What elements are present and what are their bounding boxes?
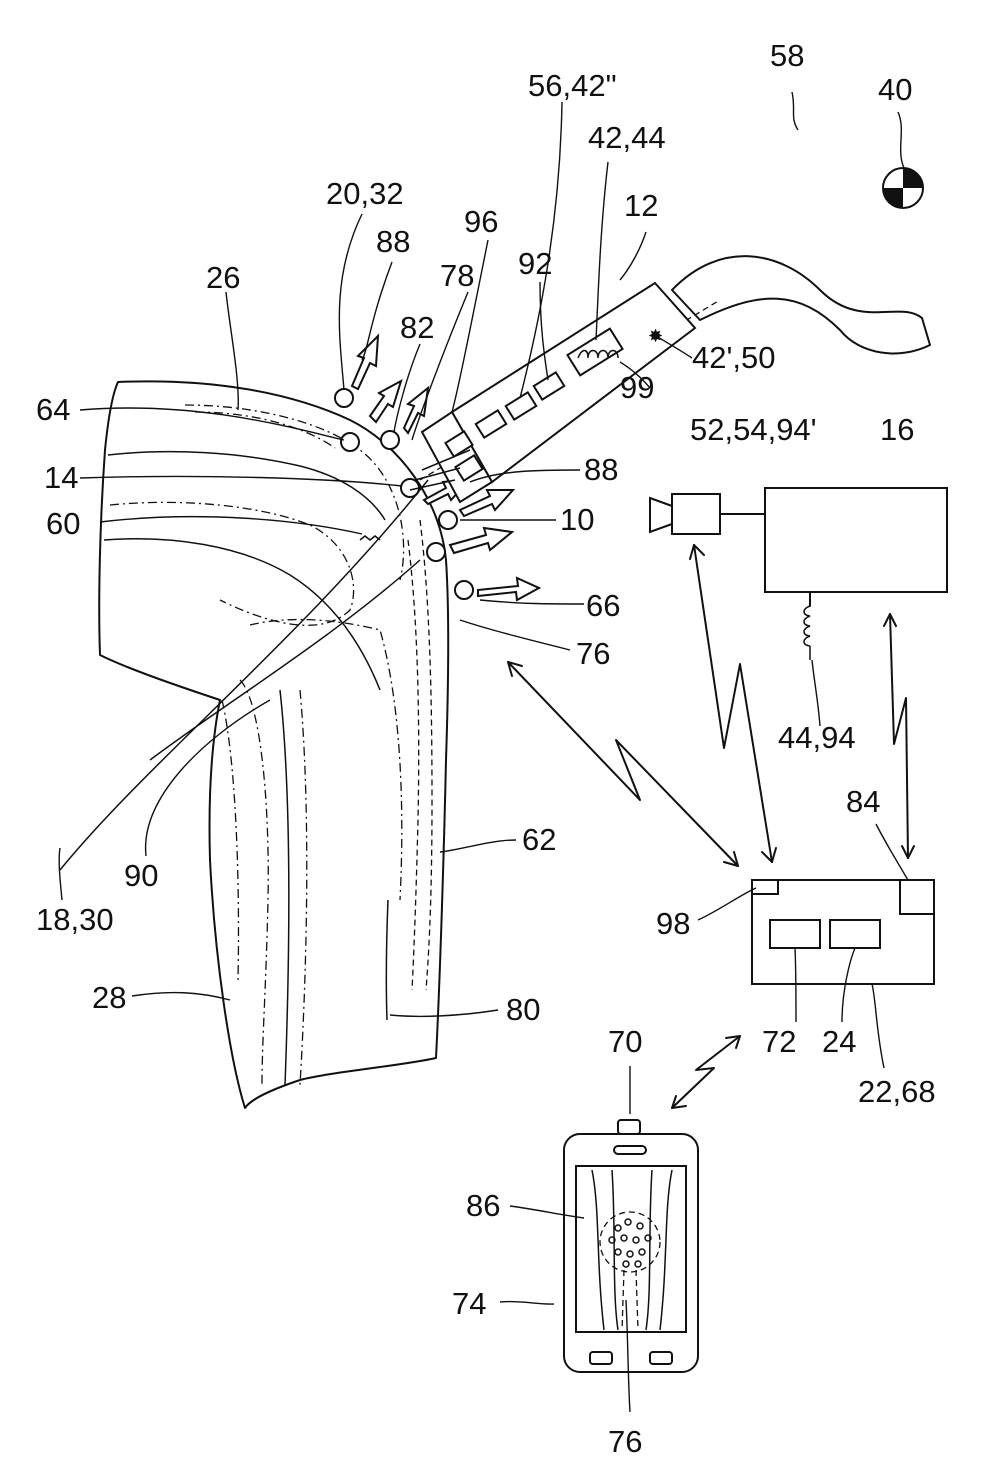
- label-28: 28: [92, 980, 126, 1015]
- label-58: 58: [770, 38, 804, 73]
- arrowhead-c: [690, 545, 704, 559]
- label-16: 16: [880, 412, 914, 447]
- label-86: 86: [466, 1188, 500, 1223]
- camera-body: [672, 494, 720, 534]
- label-66: 66: [586, 588, 620, 623]
- control-unit: [752, 880, 934, 984]
- tibia-outline-3: [222, 700, 238, 980]
- tibia-outline: [250, 620, 402, 900]
- label-76-top: 76: [576, 636, 610, 671]
- label-88-mid: 88: [584, 452, 618, 487]
- label-80: 80: [506, 992, 540, 1027]
- label-52-54-94p: 52,54,94': [690, 412, 817, 447]
- label-56-42dd: 56,42": [528, 68, 617, 103]
- probe-body: [452, 283, 695, 482]
- label-22-68: 22,68: [858, 1074, 936, 1109]
- arrow-88-top: [352, 336, 378, 389]
- target-icon: [883, 168, 923, 208]
- implant-path-62b: [408, 540, 419, 990]
- label-26: 26: [206, 260, 240, 295]
- label-18-30: 18,30: [36, 902, 114, 937]
- label-44-94: 44,94: [778, 720, 856, 755]
- phone-button-left: [590, 1352, 612, 1364]
- shin-line-80: [386, 900, 388, 1020]
- phone-device: [564, 1120, 698, 1372]
- label-88-top: 88: [376, 224, 410, 259]
- label-96: 96: [464, 204, 498, 239]
- tibia-outline-2: [240, 680, 268, 1085]
- corner-84: [900, 880, 934, 914]
- cable-spring-44: [804, 606, 810, 660]
- corner-98: [752, 880, 778, 894]
- sensor-marker-88: [427, 543, 445, 561]
- label-60: 60: [46, 506, 80, 541]
- cartilage-squiggle: [360, 536, 380, 540]
- patella-path: [195, 412, 335, 448]
- module-24: [830, 920, 880, 948]
- thigh-contour-2: [104, 539, 380, 690]
- label-90: 90: [124, 858, 158, 893]
- link-camera-to-unit: [694, 545, 772, 862]
- femur-outline: [110, 502, 354, 625]
- camera-system: [650, 488, 947, 660]
- label-78: 78: [440, 258, 474, 293]
- probe-cable: [672, 256, 930, 353]
- sensor-marker-20: [335, 389, 353, 407]
- label-72: 72: [762, 1024, 796, 1059]
- label-74: 74: [452, 1286, 486, 1321]
- sensor-marker-82: [381, 431, 399, 449]
- arrow-88-mid: [450, 528, 512, 553]
- label-64: 64: [36, 392, 70, 427]
- phone-speaker: [614, 1146, 646, 1154]
- label-84: 84: [846, 784, 880, 819]
- label-14: 14: [44, 460, 78, 495]
- arrowhead-d: [762, 848, 776, 862]
- arrow-66: [478, 578, 539, 600]
- sensor-marker-64: [341, 433, 359, 451]
- module-72: [770, 920, 820, 948]
- leg-outline: [99, 381, 448, 1108]
- tibia-outline-4: [300, 690, 307, 1085]
- label-99: 99: [620, 370, 654, 405]
- label-70: 70: [608, 1024, 642, 1059]
- sensor-marker-10: [439, 511, 457, 529]
- label-98: 98: [656, 906, 690, 941]
- probe-device: ✸: [410, 256, 930, 502]
- camera-lens-icon: [650, 498, 672, 532]
- label-62: 62: [522, 822, 556, 857]
- implant-path-62: [420, 520, 432, 990]
- arrow-20: [370, 381, 401, 422]
- label-10: 10: [560, 502, 594, 537]
- dashed-cut-line-90: [150, 560, 420, 760]
- link-box-to-unit: [890, 614, 908, 858]
- label-82: 82: [400, 310, 434, 345]
- label-76-bottom: 76: [608, 1424, 642, 1459]
- sensor-marker-66: [455, 581, 473, 599]
- label-24: 24: [822, 1024, 856, 1059]
- spark-icon: ✸: [648, 326, 663, 347]
- thigh-contour: [108, 452, 385, 520]
- processing-box-16: [765, 488, 947, 592]
- label-92: 92: [518, 246, 552, 281]
- label-20-32: 20,32: [326, 176, 404, 211]
- label-42-44: 42,44: [588, 120, 666, 155]
- phone-antenna: [618, 1120, 640, 1134]
- tibia-line-5: [280, 690, 289, 1085]
- label-12: 12: [624, 188, 658, 223]
- label-40: 40: [878, 72, 912, 107]
- label-42p-50: 42',50: [692, 340, 776, 375]
- phone-button-right: [650, 1352, 672, 1364]
- link-unit-to-phone: [672, 1036, 740, 1108]
